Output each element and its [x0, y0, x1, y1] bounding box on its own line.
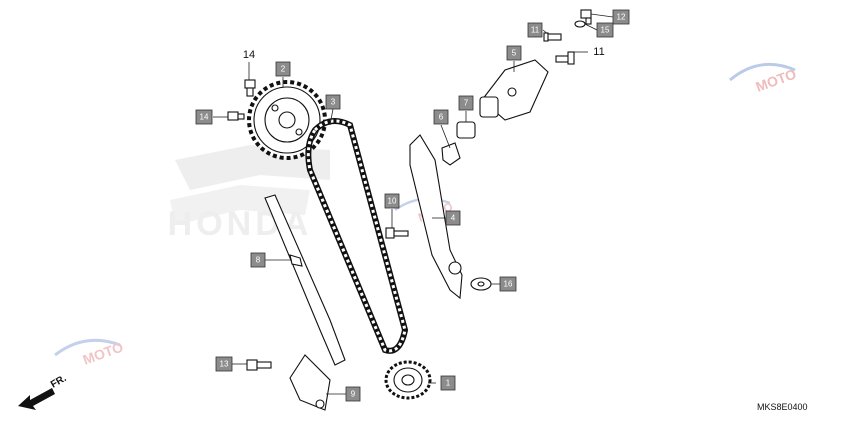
front-direction-label: FR. — [49, 373, 69, 391]
guide-washer — [470, 277, 492, 291]
cam-sprocket — [247, 80, 327, 160]
callout-13: 13 — [215, 356, 233, 372]
callout-6: 6 — [433, 109, 449, 125]
callout-1: 1 — [440, 375, 456, 391]
tensioner-clip — [441, 142, 461, 166]
callout-12: 12 — [612, 9, 630, 25]
callout-4: 4 — [445, 210, 461, 226]
callout-label: 4 — [451, 214, 456, 223]
callout-label: 11 — [531, 26, 540, 35]
callout-label: 8 — [256, 256, 261, 265]
chain-tensioner-slipper — [264, 194, 346, 366]
callout-label: 9 — [351, 390, 356, 399]
callout-label: 2 — [281, 65, 286, 74]
site-watermark-text: MOTO — [81, 338, 126, 367]
site-watermark-text: MOTO — [754, 65, 799, 94]
callout-7: 7 — [458, 95, 474, 111]
callout-2: 2 — [275, 61, 291, 77]
guide-bolt — [385, 227, 409, 239]
site-watermark-bottom-left: MOTO — [54, 338, 126, 368]
callout-10: 10 — [384, 193, 400, 209]
leader-lines — [213, 13, 614, 395]
callout-9: 9 — [345, 386, 361, 402]
front-direction-indicator: FR. — [18, 373, 69, 410]
chain-guide — [409, 134, 463, 300]
drive-sprocket — [384, 360, 432, 400]
sprocket-bolt-lower — [227, 111, 245, 121]
callout-label: 13 — [220, 360, 229, 369]
plain-label-11: 11 — [593, 46, 604, 58]
callout-14: 14 — [195, 109, 213, 125]
tensioner-plug — [456, 121, 476, 139]
plain-label-14: 14 — [243, 49, 255, 61]
bracket-bolt — [246, 359, 272, 371]
callout-label: 1 — [446, 379, 451, 388]
slipper-bracket — [289, 354, 331, 411]
callout-label: 14 — [200, 113, 209, 122]
callout-label: 5 — [512, 49, 517, 58]
callout-label: 15 — [601, 26, 610, 35]
callout-3: 3 — [325, 94, 341, 110]
drawing-code: MKS8E0400 — [757, 402, 808, 412]
callout-label: 16 — [504, 280, 513, 289]
callout-15: 15 — [596, 22, 614, 38]
callout-label: 12 — [617, 13, 626, 22]
site-watermark-top-right: MOTO — [729, 62, 799, 95]
callout-label: 6 — [439, 113, 444, 122]
callout-16: 16 — [499, 276, 517, 292]
callout-5: 5 — [506, 45, 522, 61]
callout-8: 8 — [250, 252, 266, 268]
callout-label: 3 — [331, 98, 336, 107]
callout-label: 10 — [388, 197, 397, 206]
lifter-bolt-upper — [543, 32, 562, 42]
tensioner-lifter — [479, 59, 549, 121]
lifter-bolt-lower — [555, 51, 575, 65]
callout-11: 11 — [527, 22, 543, 38]
sealing-washer — [574, 20, 586, 28]
sprocket-bolt-upper — [244, 79, 256, 97]
cam-chain — [305, 118, 409, 354]
callout-label: 7 — [464, 99, 469, 108]
